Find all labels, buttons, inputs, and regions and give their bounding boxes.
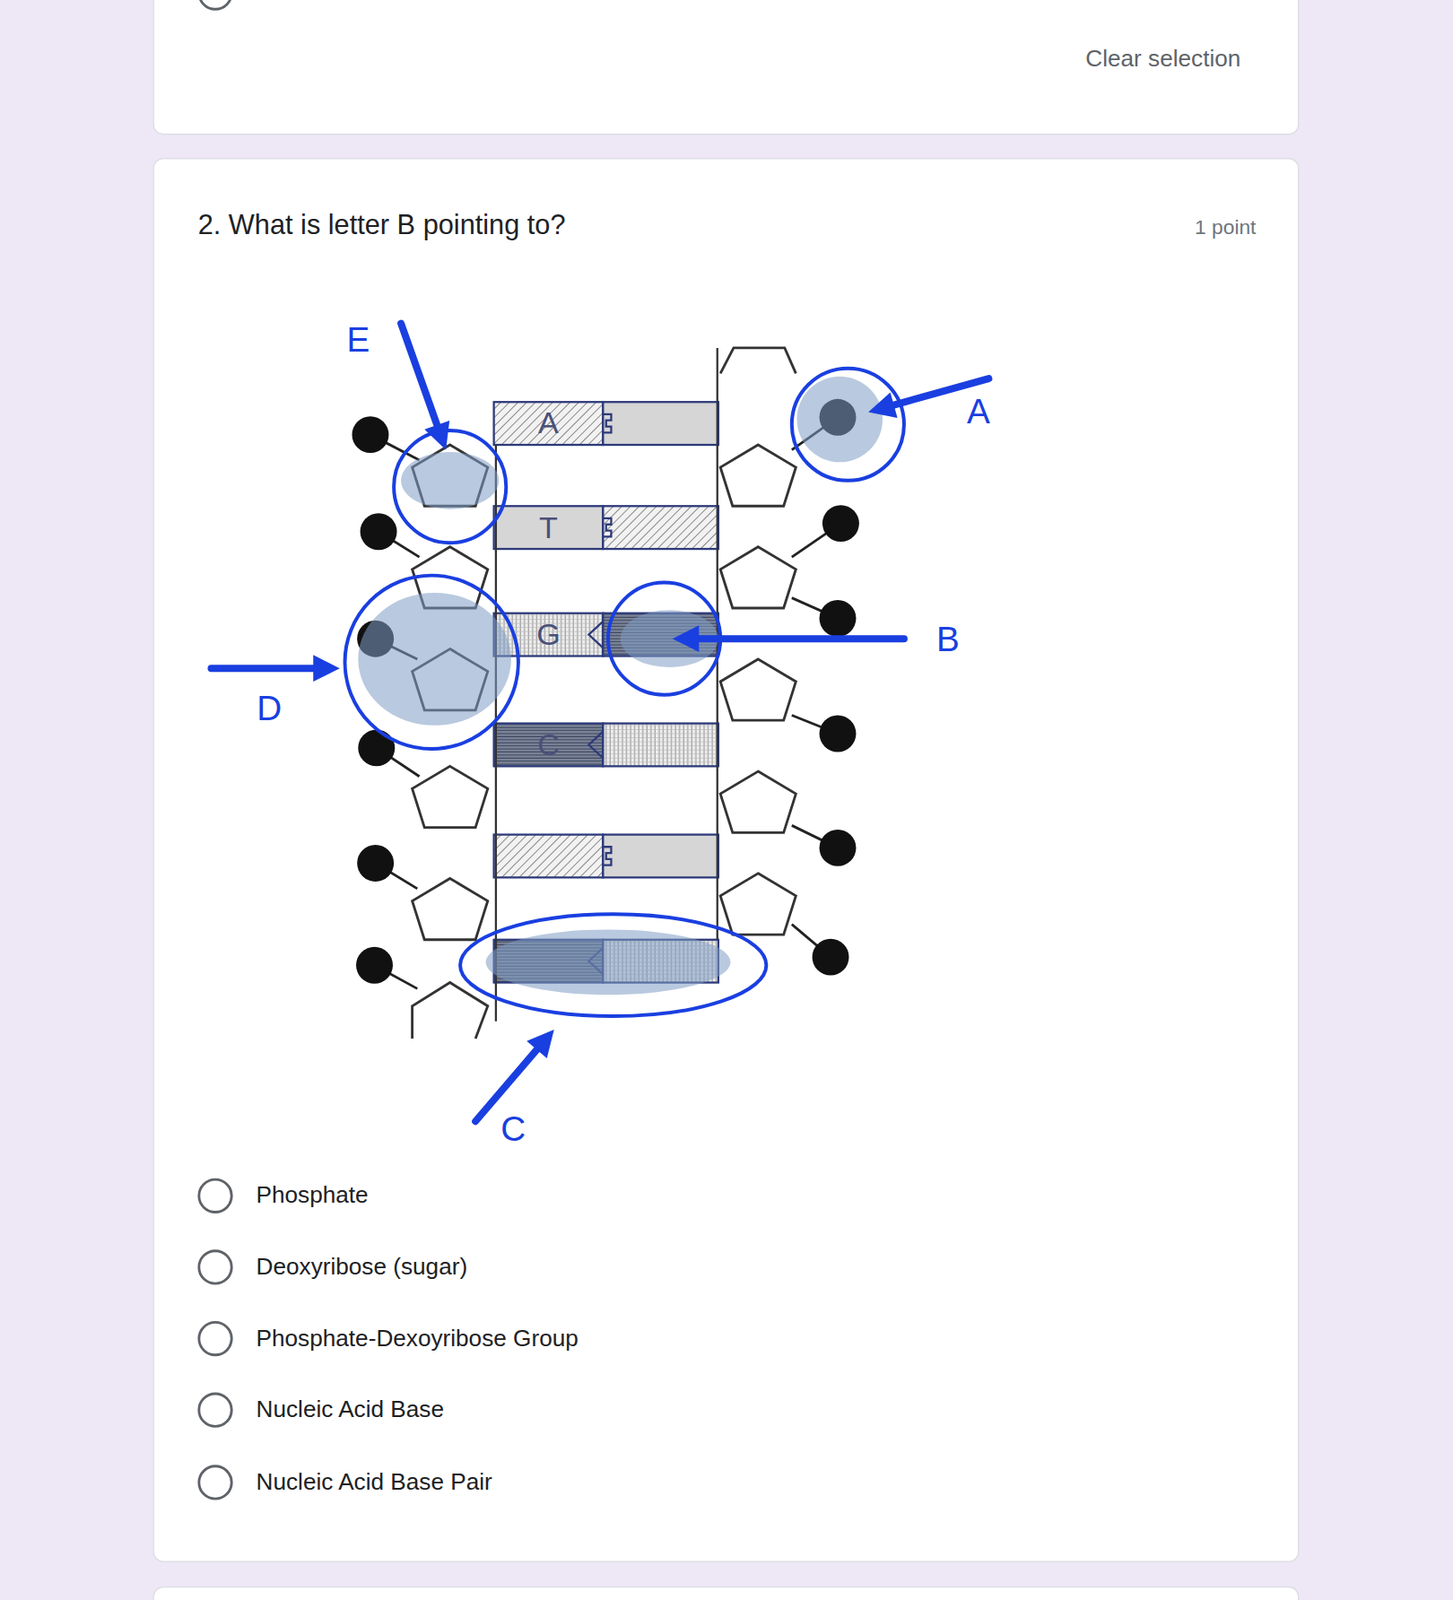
base-block: C [494, 723, 604, 767]
callout-letter: C [500, 1107, 526, 1149]
label-text: 2. What is letter B pointing to? [198, 208, 566, 242]
base-letter: G [536, 619, 561, 651]
base-block: A [494, 401, 604, 445]
callout-letter: B [936, 617, 960, 660]
callout-letter: D [256, 687, 282, 729]
form-card: A T G C 2. What is letter B pointing to? 1 po… [153, 157, 1300, 1562]
base-block: G [494, 613, 604, 657]
base-letter: A [538, 408, 559, 439]
base-block: T [494, 505, 604, 549]
label-text: Clear selection [1085, 44, 1241, 73]
next-card [153, 1586, 1300, 1600]
callout-letter: E [346, 319, 370, 361]
form-card: Clear selection [153, 0, 1300, 135]
label-text: 1 point [1194, 214, 1256, 239]
answer-option: Deoxyribose (sugar) [256, 1252, 469, 1281]
answer-option: Phosphate [256, 1182, 369, 1210]
answer-option: Phosphate-Dexoyribose Group [256, 1324, 579, 1353]
answer-option: Nucleic Acid Base Pair [256, 1468, 493, 1497]
base-letter: T [539, 512, 558, 543]
callout-letter: A [966, 390, 991, 432]
answer-option: Nucleic Acid Base [256, 1396, 444, 1425]
base-letter: C [537, 729, 560, 760]
